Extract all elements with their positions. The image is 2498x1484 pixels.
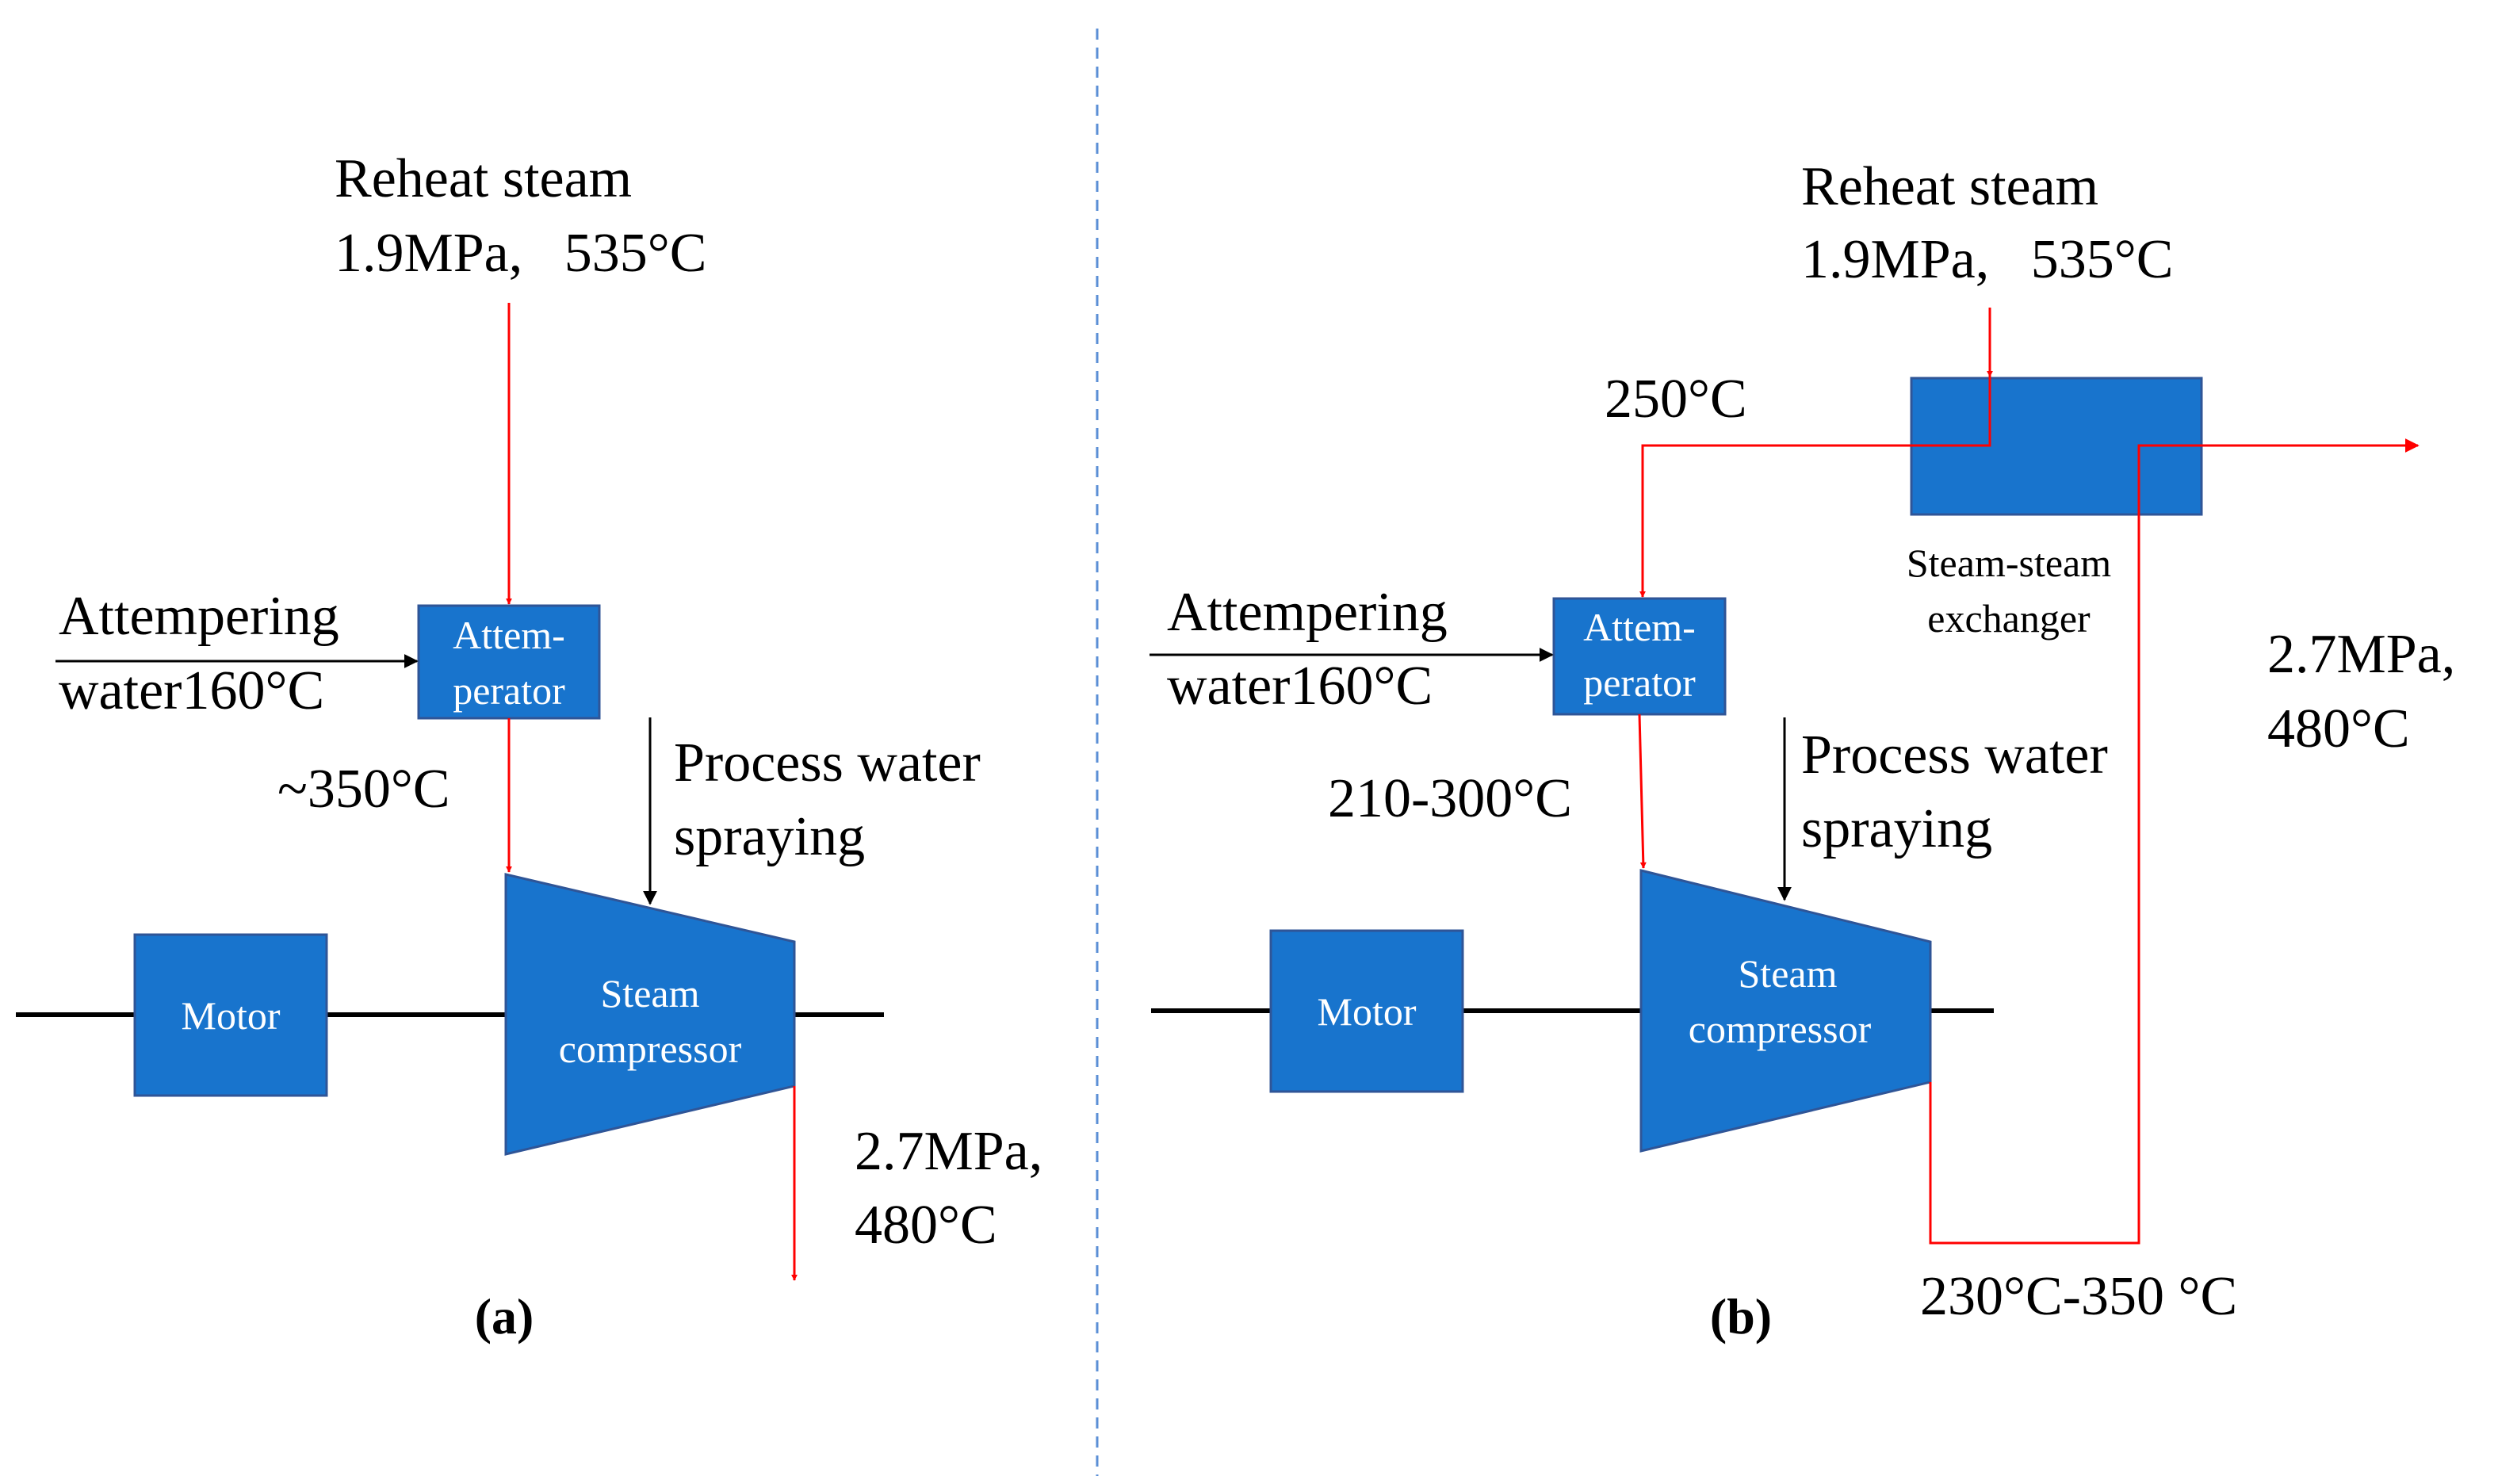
reheat-steam-label-a: Reheat steam (335, 148, 632, 209)
motor-label-a: Motor (182, 993, 281, 1038)
discharge-flow-b (1929, 438, 2420, 1245)
outlet-label-a-1: 2.7MPa, (855, 1121, 1042, 1182)
mix-temp-label-b: 210-300°C (1328, 768, 1572, 829)
compressor-label-b-2: compressor (1689, 1007, 1872, 1051)
compressor-label-a-2: compressor (559, 1027, 742, 1071)
panel-a: Motor Steam compressor Attem- perator Re… (16, 148, 1042, 1344)
exchanger-label-b-1: Steam-steam (1907, 541, 2111, 585)
attempering-water-label-a-2: water160°C (59, 660, 324, 721)
motor-box-b (1269, 929, 1464, 1093)
outlet-label-b-1: 2.7MPa, (2267, 624, 2455, 685)
attemperator-label-b-2: perator (1583, 660, 1696, 705)
compressor-label-b-1: Steam (1739, 951, 1838, 996)
process-water-label-a-1: Process water (674, 732, 981, 794)
attempering-water-label-b-1: Attempering (1167, 582, 1448, 643)
reheat-flow-b-cooled (1639, 377, 1991, 598)
attemperator-label-a-2: perator (453, 668, 565, 713)
caption-a: (a) (475, 1288, 534, 1344)
motor-box-a (133, 933, 328, 1097)
compressor-label-a-1: Steam (601, 971, 700, 1015)
motor-label-b: Motor (1318, 989, 1417, 1034)
attempering-water-label-b-2: water160°C (1167, 656, 1433, 717)
cooled-temp-label-b: 250°C (1605, 369, 1747, 430)
mix-flow-b (1638, 713, 1647, 869)
outlet-label-a-2: 480°C (855, 1195, 997, 1256)
outlet-label-b-2: 480°C (2267, 698, 2410, 759)
attempering-water-label-a-1: Attempering (59, 586, 339, 647)
caption-b: (b) (1710, 1288, 1772, 1344)
reheat-conditions-a: 1.9MPa, 535°C (335, 223, 706, 284)
reheat-conditions-b: 1.9MPa, 535°C (1801, 229, 2173, 290)
mix-temp-label-a: ~350°C (277, 759, 450, 820)
panel-b: Motor Steam compressor Attem- perator Re… (1150, 156, 2455, 1344)
reheat-steam-label-b: Reheat steam (1801, 156, 2098, 217)
exchanger-label-b-2: exchanger (1927, 596, 2091, 641)
process-water-label-b-1: Process water (1801, 725, 2108, 786)
discharge-temp-label-b: 230°C-350 °C (1920, 1266, 2237, 1327)
process-water-label-a-2: spraying (674, 806, 865, 867)
process-water-label-b-2: spraying (1801, 798, 1992, 859)
attemperator-label-a-1: Attem- (453, 613, 565, 657)
attemperator-box-a (417, 604, 601, 720)
attemperator-label-b-1: Attem- (1583, 605, 1696, 649)
